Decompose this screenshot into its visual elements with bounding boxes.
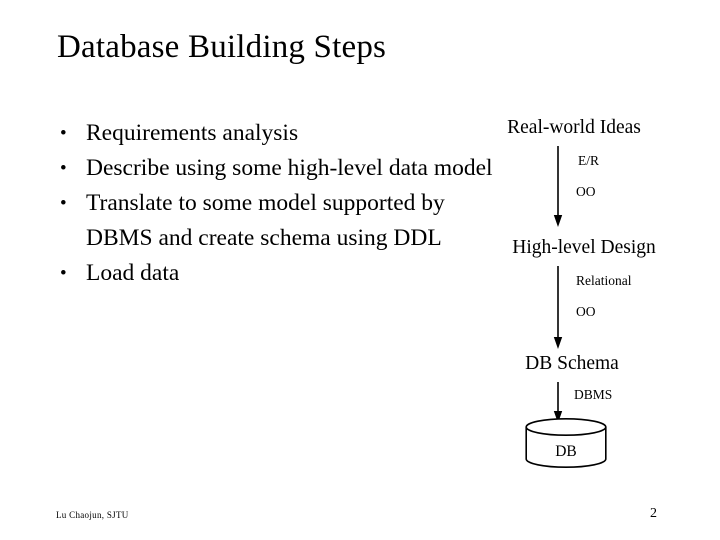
bullet-marker-icon: • — [60, 263, 67, 284]
bullet-marker-icon: • — [60, 193, 67, 214]
diagram-node-db: DB — [555, 443, 577, 460]
diagram-node-high-level-design: High-level Design — [512, 237, 656, 258]
edge-label-dbms: DBMS — [574, 387, 613, 402]
footer-author: Lu Chaojun, SJTU — [56, 510, 129, 520]
list-item-text: Translate to some model supported by DBM… — [86, 190, 445, 251]
bullet-marker-icon: • — [60, 123, 67, 144]
down-arrow-icon — [553, 382, 563, 423]
edge-label-oo-second: OO — [576, 304, 596, 319]
edge-label-relational: Relational — [576, 273, 632, 288]
diagram-node-real-world-ideas: Real-world Ideas — [507, 117, 641, 138]
page-number: 2 — [650, 506, 657, 521]
bullet-marker-icon: • — [60, 158, 67, 179]
edge-label-oo-first: OO — [576, 184, 596, 199]
database-cylinder-icon — [525, 418, 607, 468]
list-item-text: Requirements analysis — [86, 120, 299, 146]
down-arrow-icon — [553, 266, 563, 349]
page-title: Database Building Steps — [57, 29, 387, 65]
diagram-node-db-schema: DB Schema — [525, 353, 619, 374]
list-item-text: Load data — [86, 260, 180, 286]
down-arrow-icon — [553, 146, 563, 227]
edge-label-er: E/R — [578, 153, 600, 168]
database-building-flow-diagram: Real-world Ideas E/R OO High-level Desig… — [470, 110, 710, 480]
list-item: • Load data — [56, 256, 508, 291]
list-item: • Requirements analysis — [56, 116, 508, 151]
list-item: • Describe using some high-level data mo… — [56, 151, 508, 186]
bullet-list: • Requirements analysis • Describe using… — [56, 116, 508, 291]
list-item: • Translate to some model supported by D… — [56, 186, 508, 256]
list-item-text: Describe using some high-level data mode… — [86, 155, 493, 181]
